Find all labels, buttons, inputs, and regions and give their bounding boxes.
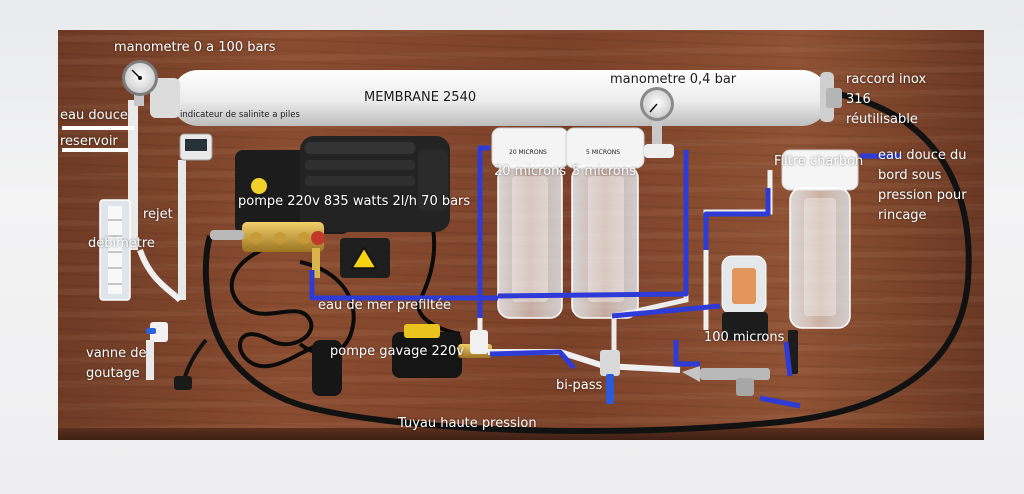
label-bi-pass: bi-pass <box>556 378 603 393</box>
drip-spout <box>146 340 154 380</box>
label-indicateur: indicateur de salinite a piles <box>180 110 300 120</box>
salinity-meter-screen <box>185 139 207 151</box>
annotation-line-freshwater <box>703 188 771 250</box>
label-debimetre: debimetre <box>88 236 155 251</box>
label-tuyau: Tuyau haute pression <box>398 416 537 431</box>
pressure-gauge-icon-low <box>640 87 674 158</box>
membrane-endcap-left <box>150 78 180 118</box>
label-raccord-1: raccord inox <box>846 72 927 87</box>
label-eau-douce-bord-1: eau douce du <box>878 148 967 163</box>
bypass-valve-handle <box>606 374 614 404</box>
filter-housing-icon <box>491 127 569 319</box>
photo-floor-strip <box>58 428 984 440</box>
power-cord-plug <box>182 338 208 381</box>
filter-housing-icon-2 <box>565 127 645 319</box>
label-eau-douce-bord-2: bord sous <box>878 168 942 183</box>
annotation-line-outlet <box>611 303 721 319</box>
high-pressure-hose <box>202 89 972 435</box>
label-eau-douce: eau douce <box>60 108 128 123</box>
label-filter-5-cap: 5 MICRONS <box>586 149 621 156</box>
label-filtre-charbon: Filtre charbon <box>774 154 864 169</box>
strainer-100-microns <box>682 255 798 396</box>
pointer-lines <box>62 126 134 152</box>
feed-pump <box>312 324 492 396</box>
label-rejet: rejet <box>143 207 173 222</box>
annotation-line-hose <box>759 395 801 409</box>
label-manometre-hp: manometre 0 a 100 bars <box>114 40 276 55</box>
label-reservoir: reservoir <box>60 134 118 149</box>
carbon-filter <box>781 149 859 329</box>
annotation-line-seawater <box>309 270 498 301</box>
label-membrane: MEMBRANE 2540 <box>364 90 477 105</box>
label-raccord-2: 316 <box>846 92 871 107</box>
reject-pipe <box>178 160 186 300</box>
annotation-line-bypass <box>489 349 576 370</box>
annotation-line-rinse <box>673 340 700 367</box>
label-filter-20: 20 microns <box>494 164 567 179</box>
annotation-line-prefilter <box>477 145 490 318</box>
label-manometre-bp: manometre 0,4 bar <box>610 72 737 87</box>
label-filter-20-cap: 20 MICRONS <box>509 149 547 156</box>
flowmeter-scale <box>108 206 122 294</box>
pressure-gauge-icon <box>122 60 158 106</box>
warning-sticker <box>350 246 378 269</box>
label-pompe: pompe 220v 835 watts 2l/h 70 bars <box>238 194 471 209</box>
stainless-fitting <box>826 88 842 108</box>
label-raccord-3: réutilisable <box>846 112 918 127</box>
label-vanne-1: vanne de <box>86 346 147 361</box>
power-cable <box>229 248 317 369</box>
label-eau-douce-bord-3: pression pour <box>878 188 967 203</box>
flowmeter-hose <box>137 248 183 303</box>
label-pompe-gavage: pompe gavage 220v <box>330 344 465 359</box>
annotation-line-cartridges <box>497 150 689 299</box>
drip-valve-handle <box>146 328 156 334</box>
bypass-valve <box>600 350 620 376</box>
annotation-lines <box>309 145 902 409</box>
label-eau-douce-bord-4: rincage <box>878 208 927 223</box>
label-eau-de-mer: eau de mer prefiltée <box>318 298 452 313</box>
label-filter-100: 100 microns <box>704 330 785 345</box>
label-filter-5: 5 microns <box>572 164 636 179</box>
high-pressure-pump <box>210 136 450 278</box>
left-pipe <box>128 100 138 250</box>
label-vanne-2: goutage <box>86 366 140 381</box>
pump-cable <box>416 214 461 336</box>
drip-valve <box>150 322 168 342</box>
power-plug <box>174 376 192 390</box>
annotation-line-rinse-2 <box>783 341 793 377</box>
